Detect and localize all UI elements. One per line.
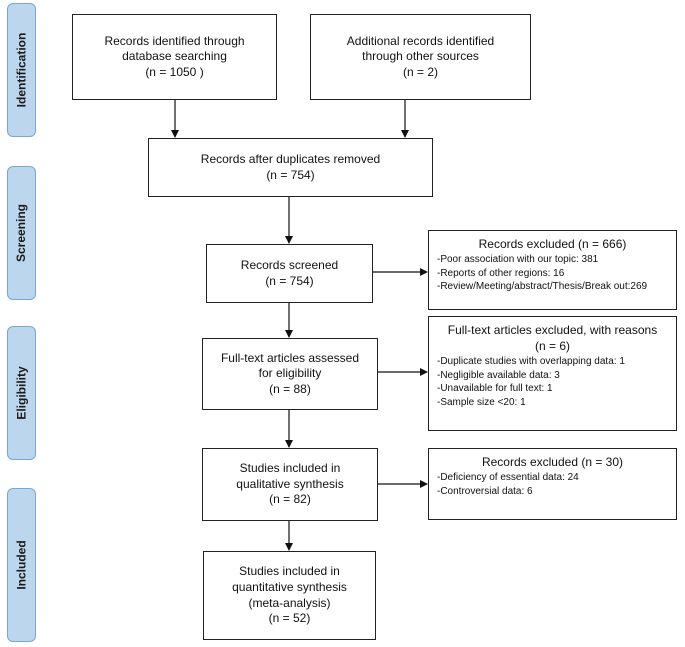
stage-label-included: Included [7,488,36,642]
quantitative-synthesis-line-2: quantitative synthesis [232,579,347,594]
stage-label-screening: Screening [7,166,36,300]
eligibility-exclusions-title: Full-text articles excluded, with reason… [447,323,658,337]
qualitative-synthesis-count: (n = 82) [269,492,311,507]
qualitative-synthesis-box: Studies included in qualitative synthesi… [202,448,378,521]
stage-label-identification: Identification [7,3,36,137]
other-sources-count: (n = 2) [402,64,438,79]
eligibility-exclusions-box: Full-text articles excluded, with reason… [428,316,677,431]
exclusion-item: -Unavailable for full text: 1 [437,383,553,395]
database-records-line-1: Records identified through [104,33,245,48]
screening-exclusions-box: Records excluded (n = 666) -Poor associa… [428,230,677,310]
stage-label-eligibility: Eligibility [7,326,36,460]
exclusion-item: -Reports of other regions: 16 [437,267,565,279]
fulltext-assessed-box: Full-text articles assessed for eligibil… [202,338,378,410]
fulltext-assessed-count: (n = 88) [269,381,311,396]
fulltext-assessed-line-1: Full-text articles assessed [220,350,360,365]
database-records-box: Records identified through database sear… [72,14,277,100]
quantitative-synthesis-line-3: (meta-analysis) [248,595,331,610]
qualitative-exclusions-box: Records excluded (n = 30) -Deficiency of… [428,448,677,520]
records-screened-count: (n = 754) [265,273,314,288]
duplicates-removed-label: Records after duplicates removed [200,151,381,166]
records-screened-box: Records screened (n = 754) [206,244,373,303]
exclusion-item: -Poor association with our topic: 381 [437,254,599,266]
exclusion-item: -Duplicate studies with overlapping data… [437,356,625,368]
qualitative-exclusions-title: Records excluded (n = 30) [481,455,624,469]
exclusion-item: -Controversial data: 6 [437,485,533,497]
duplicates-removed-box: Records after duplicates removed (n = 75… [148,138,433,197]
exclusion-item: -Sample size <20: 1 [437,396,526,408]
quantitative-synthesis-box: Studies included in quantitative synthes… [203,551,376,640]
quantitative-synthesis-count: (n = 52) [268,611,311,626]
other-sources-line-1: Additional records identified [346,33,495,48]
qualitative-synthesis-line-1: Studies included in [239,461,341,476]
other-sources-line-2: through other sources [362,49,479,64]
database-records-line-2: database searching [122,49,227,64]
exclusion-item: -Negligible available data: 3 [437,369,560,381]
duplicates-removed-count: (n = 754) [266,167,315,182]
eligibility-exclusions-count: (n = 6) [534,339,570,354]
fulltext-assessed-line-2: for eligibility [258,366,322,381]
quantitative-synthesis-line-1: Studies included in [239,564,340,579]
qualitative-synthesis-line-2: qualitative synthesis [236,476,344,491]
screening-exclusions-title: Records excluded (n = 666) [478,237,627,251]
exclusion-item: -Review/Meeting/abstract/Thesis/Break ou… [437,281,648,293]
database-records-count: (n = 1050 ) [145,64,204,79]
records-screened-label: Records screened [240,257,339,272]
exclusion-item: -Deficiency of essential data: 24 [437,472,579,484]
other-sources-box: Additional records identified through ot… [310,14,531,100]
